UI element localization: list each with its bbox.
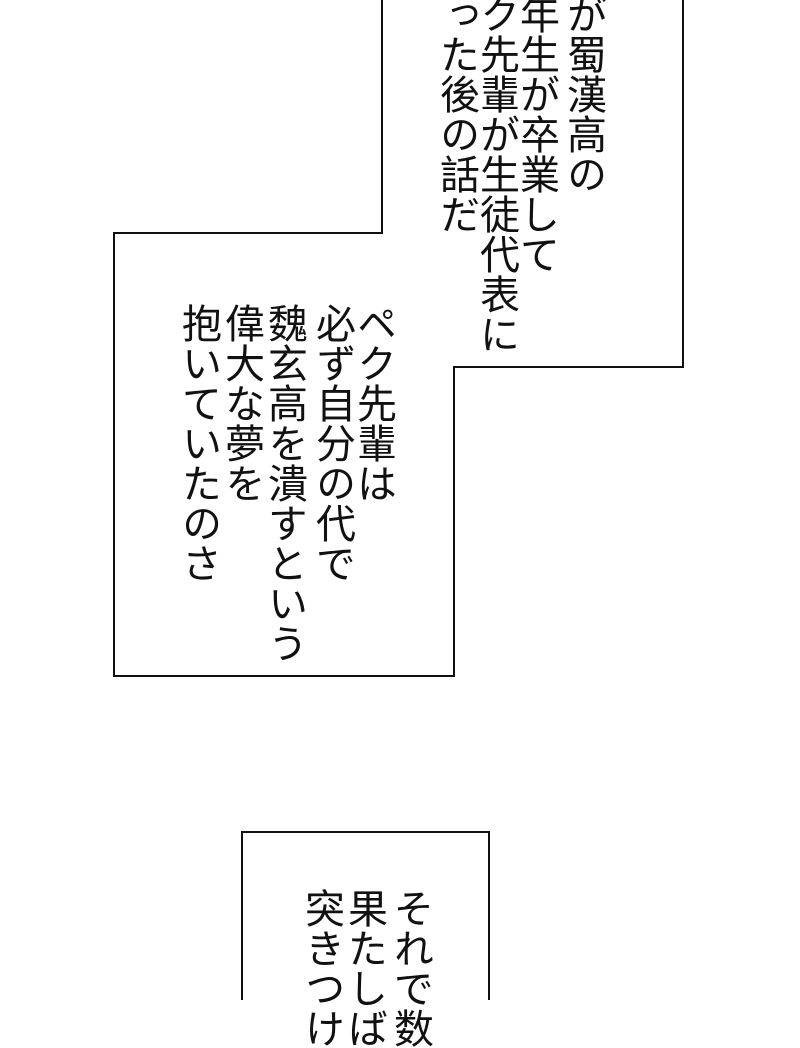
caption-bottom-line-1: それで数 [387, 888, 433, 1048]
caption-box-outline-lower [241, 831, 490, 1000]
caption-middle-line-2: 必ず自分の代で [309, 303, 355, 583]
caption-box-outline-upper [113, 0, 684, 677]
caption-top-line-2: 年生が卒業して [513, 0, 559, 274]
caption-middle-line-5: 抱いていたのさ [175, 303, 221, 583]
caption-middle-line-3: 魏玄高を潰すという [261, 303, 307, 663]
caption-top-line-1: が蜀漢高の [560, 0, 606, 194]
caption-top-line-4: った後の話だ [433, 0, 479, 234]
comic-page: が蜀漢高の 年生が卒業して ク先輩が生徒代表に った後の話だ ペク先輩は 必ず自… [113, 0, 684, 1048]
caption-top-line-3: ク先輩が生徒代表に [473, 0, 519, 354]
caption-bottom-line-2: 果たしば [341, 888, 387, 1048]
caption-bottom-line-3: 突きつけ [298, 888, 344, 1048]
caption-middle-line-1: ペク先輩は [350, 303, 396, 503]
caption-middle-line-4: 偉大な夢を [218, 303, 264, 503]
caption-boxes [113, 0, 684, 1000]
